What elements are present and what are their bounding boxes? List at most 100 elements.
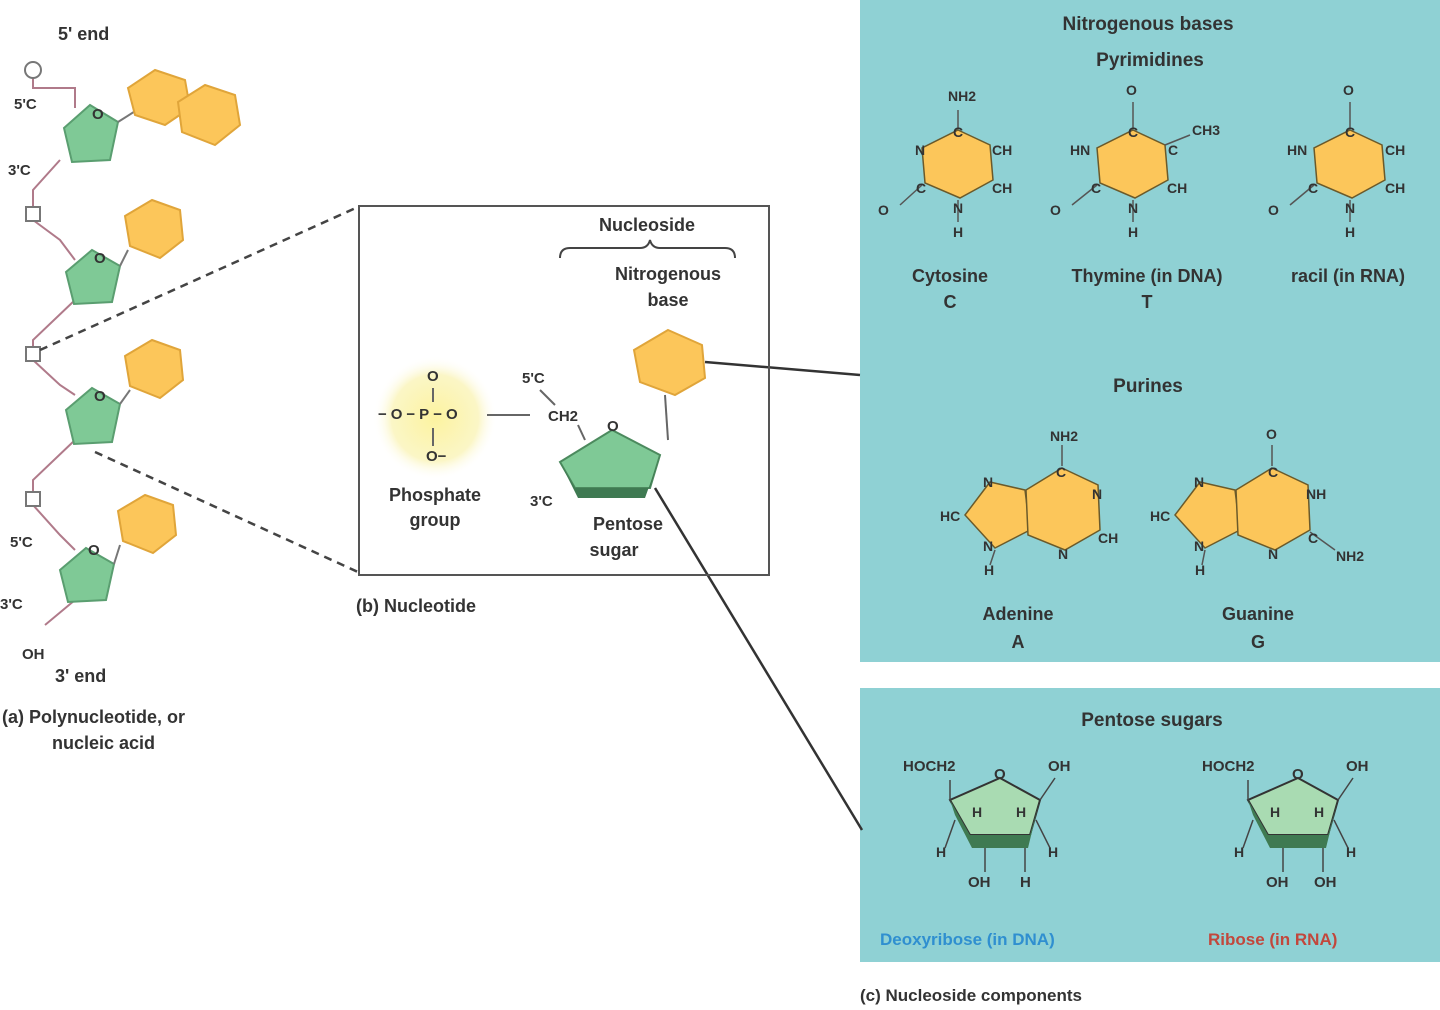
atom-label: CH bbox=[992, 142, 1013, 158]
atom-label: CH bbox=[1167, 180, 1188, 196]
atom-label: N bbox=[1092, 486, 1103, 502]
atom-label: C bbox=[1168, 142, 1179, 158]
cytosine-name: Cytosine bbox=[911, 266, 989, 286]
atom-label: HN bbox=[1070, 142, 1091, 158]
atom-label: C bbox=[1268, 464, 1279, 480]
five-prime-end-label: 5' end bbox=[58, 24, 110, 44]
atom-label: OH bbox=[1346, 758, 1369, 775]
atom-label: NH bbox=[1306, 486, 1327, 502]
nitrogenous-base-label: Nitrogenous bbox=[615, 264, 721, 284]
panel-a-caption-line2: nucleic acid bbox=[52, 733, 156, 753]
atom-label: N bbox=[1345, 200, 1356, 216]
thymine-letter: T bbox=[1141, 292, 1153, 312]
five-prime-carbon-label: 5'C bbox=[522, 370, 545, 387]
hydroxyl-label: OH bbox=[22, 646, 45, 663]
atom-label: CH bbox=[992, 180, 1013, 196]
atom-label: O bbox=[1343, 82, 1354, 98]
atom-label: H bbox=[953, 224, 964, 240]
adenine-six-ring bbox=[1025, 467, 1101, 551]
atom-label: C bbox=[1128, 124, 1139, 140]
guanine-name: Guanine bbox=[1221, 604, 1295, 624]
ring-oxygen-label: O bbox=[607, 418, 619, 435]
atom-label: N bbox=[1194, 474, 1205, 490]
atom-label: H bbox=[1346, 844, 1357, 860]
ribose-name: Ribose (in RNA) bbox=[1208, 930, 1338, 949]
base-hexagons bbox=[116, 68, 242, 555]
atom-label: O bbox=[1268, 202, 1279, 218]
atom-label: NH2 bbox=[1336, 548, 1365, 564]
atom-label: H bbox=[1234, 844, 1245, 860]
adenine-name: Adenine bbox=[982, 604, 1054, 624]
ring-oxygen-label: O bbox=[94, 388, 106, 405]
nitrogenous-base-hexagon bbox=[632, 328, 707, 397]
atom-label: H bbox=[972, 804, 983, 820]
atom-label: H bbox=[1345, 224, 1356, 240]
phosphate-top-oxygen: O bbox=[427, 368, 439, 385]
phosphate-group-label: Phosphate bbox=[388, 485, 482, 505]
cytosine-ring bbox=[921, 129, 994, 199]
atom-label: O bbox=[1126, 82, 1137, 98]
pentose-sugar-label: Pentose bbox=[592, 514, 664, 534]
uracil-name: racil (in RNA) bbox=[1290, 266, 1406, 286]
uracil-ring bbox=[1313, 129, 1386, 199]
atom-label: HC bbox=[940, 508, 961, 524]
atom-label: H bbox=[1016, 804, 1027, 820]
atom-label: N bbox=[953, 200, 964, 216]
atom-label: H bbox=[1195, 562, 1206, 578]
nitrogenous-bases-heading: Nitrogenous bases bbox=[1062, 14, 1234, 35]
phosphate-square bbox=[25, 491, 41, 507]
atom-label: N bbox=[1058, 546, 1069, 562]
deoxyribose-name: Deoxyribose (in DNA) bbox=[880, 930, 1055, 949]
thymine-ring bbox=[1096, 129, 1169, 199]
three-prime-end-label: 3' end bbox=[55, 666, 107, 686]
ring-oxygen-label: O bbox=[92, 106, 104, 123]
five-prime-carbon-label: 5'C bbox=[10, 534, 33, 551]
pyrimidines-heading: Pyrimidines bbox=[1096, 50, 1204, 71]
phosphate-square bbox=[25, 346, 41, 362]
atom-label: O bbox=[994, 766, 1006, 783]
atom-label: H bbox=[1270, 804, 1281, 820]
atom-label: N bbox=[1194, 538, 1205, 554]
atom-label: C bbox=[1091, 180, 1102, 196]
atom-label: H bbox=[1128, 224, 1139, 240]
thymine-name: Thymine (in DNA) bbox=[1071, 266, 1223, 286]
deoxyribose-ring bbox=[948, 776, 1042, 848]
three-prime-carbon-label: 3'C bbox=[0, 596, 23, 613]
atom-label: HOCH2 bbox=[1202, 758, 1255, 775]
atom-label: O bbox=[878, 202, 889, 218]
nucleotide-box bbox=[358, 205, 770, 576]
three-prime-carbon-label: 3'C bbox=[8, 162, 31, 179]
sugar-pentagons bbox=[58, 103, 122, 604]
atom-label: CH bbox=[1385, 142, 1406, 158]
nucleoside-label: Nucleoside bbox=[598, 215, 696, 235]
atom-label: N bbox=[983, 538, 994, 554]
atom-label: H bbox=[1314, 804, 1325, 820]
atom-label: C bbox=[1308, 180, 1319, 196]
ch2-label: CH2 bbox=[548, 408, 579, 425]
atom-label: C bbox=[953, 124, 964, 140]
phosphate-glow bbox=[373, 356, 497, 480]
panel-c-caption: (c) Nucleoside components bbox=[860, 986, 1082, 1005]
atom-label: N bbox=[1268, 546, 1279, 562]
atom-label: CH bbox=[1098, 530, 1119, 546]
five-prime-carbon-label: 5'C bbox=[14, 96, 37, 113]
ribose-ring bbox=[1246, 776, 1340, 848]
atom-label: O bbox=[1292, 766, 1304, 783]
atom-label: HC bbox=[1150, 508, 1171, 524]
atom-label: C bbox=[916, 180, 927, 196]
pentose-sugars-panel bbox=[860, 688, 1440, 962]
atom-label: O bbox=[1266, 426, 1277, 442]
ring-oxygen-label: O bbox=[88, 542, 100, 559]
atom-label: H bbox=[984, 562, 995, 578]
adenine-letter: A bbox=[1011, 632, 1025, 652]
phosphate-square bbox=[25, 206, 41, 222]
cytosine-letter: C bbox=[943, 292, 957, 312]
phosphate-bottom-oxygen: O− bbox=[426, 448, 447, 465]
ring-oxygen-label: O bbox=[94, 250, 106, 267]
phosphate-circle bbox=[24, 61, 42, 79]
atom-label: NH2 bbox=[948, 88, 977, 104]
atom-label: C bbox=[1345, 124, 1356, 140]
panel-a-caption: (a) Polynucleotide, or bbox=[2, 707, 186, 727]
atom-label: C bbox=[1308, 530, 1319, 546]
